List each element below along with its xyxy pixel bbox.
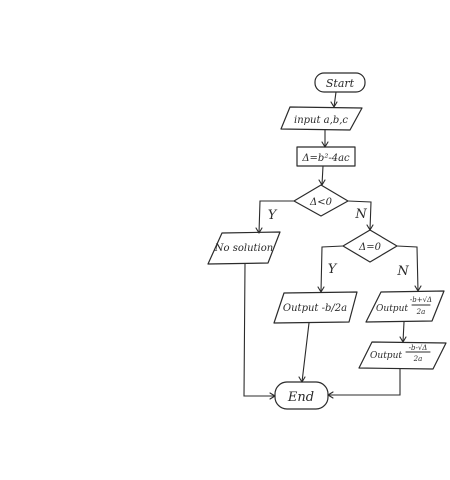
delta-process-box	[296, 146, 356, 167]
input-label: input a,b,c	[294, 115, 348, 126]
cond2-label: Δ=0	[358, 242, 382, 253]
edge-cond1-no	[347, 200, 372, 231]
edge-plus-to-minus	[402, 321, 405, 343]
start-terminator	[314, 72, 366, 93]
cond2-decision	[342, 229, 398, 263]
edge-cond1-no-label: N	[354, 207, 367, 222]
no-solution-parallelogram	[207, 231, 281, 265]
output-single-parallelogram	[273, 291, 358, 324]
start-label: Start	[326, 77, 355, 90]
edge-start-to-input-arrowhead	[330, 101, 338, 108]
cond1-decision	[293, 184, 349, 217]
edge-cond2-no	[396, 245, 419, 292]
edge-cond2-yes-arrowhead	[317, 286, 325, 293]
edge-cond1-no-arrowhead	[366, 224, 374, 231]
edge-cond2-yes	[320, 245, 344, 293]
output-minus-numerator: -b-√Δ	[409, 344, 428, 352]
edge-single-to-end	[301, 322, 310, 383]
output-plus-label: Output	[376, 304, 408, 314]
end-label: End	[287, 390, 314, 405]
edge-plus-to-minus-arrowhead	[399, 336, 407, 343]
output-plus-numerator: -b+√Δ	[410, 296, 432, 304]
output-single-label: Output -b/2a	[283, 303, 347, 314]
edge-start-to-input	[333, 91, 337, 108]
no-solution-label: No solution	[214, 243, 273, 254]
edge-delta-to-cond1-arrowhead	[318, 179, 326, 186]
output-plus-denominator: 2a	[416, 308, 426, 316]
edge-single-to-end-arrowhead	[298, 376, 306, 383]
input-parallelogram	[280, 106, 363, 131]
edge-cond2-no-label: N	[396, 264, 409, 279]
output-plus-parallelogram	[365, 290, 445, 323]
delta-label: Δ=b²-4ac	[301, 153, 350, 164]
edge-cond2-no-arrowhead	[414, 285, 422, 292]
edge-cond1-yes-arrowhead	[255, 227, 263, 234]
edge-cond2-yes-label: Y	[328, 262, 338, 277]
edge-cond1-yes	[258, 200, 295, 234]
edge-input-to-delta-arrowhead	[321, 141, 329, 148]
edge-minus-to-end-arrowhead	[327, 391, 334, 399]
edge-no-solution-to-end	[243, 263, 276, 397]
output-minus-denominator: 2a	[413, 355, 423, 363]
output-minus-parallelogram	[358, 341, 447, 370]
cond1-label: Δ<0	[309, 197, 333, 208]
edge-delta-to-cond1	[321, 165, 324, 186]
edge-no-solution-to-end-arrowhead	[269, 392, 276, 400]
edge-cond1-yes-label: Y	[268, 208, 278, 223]
edge-minus-to-end	[327, 368, 401, 396]
output-minus-label: Output	[370, 351, 402, 361]
